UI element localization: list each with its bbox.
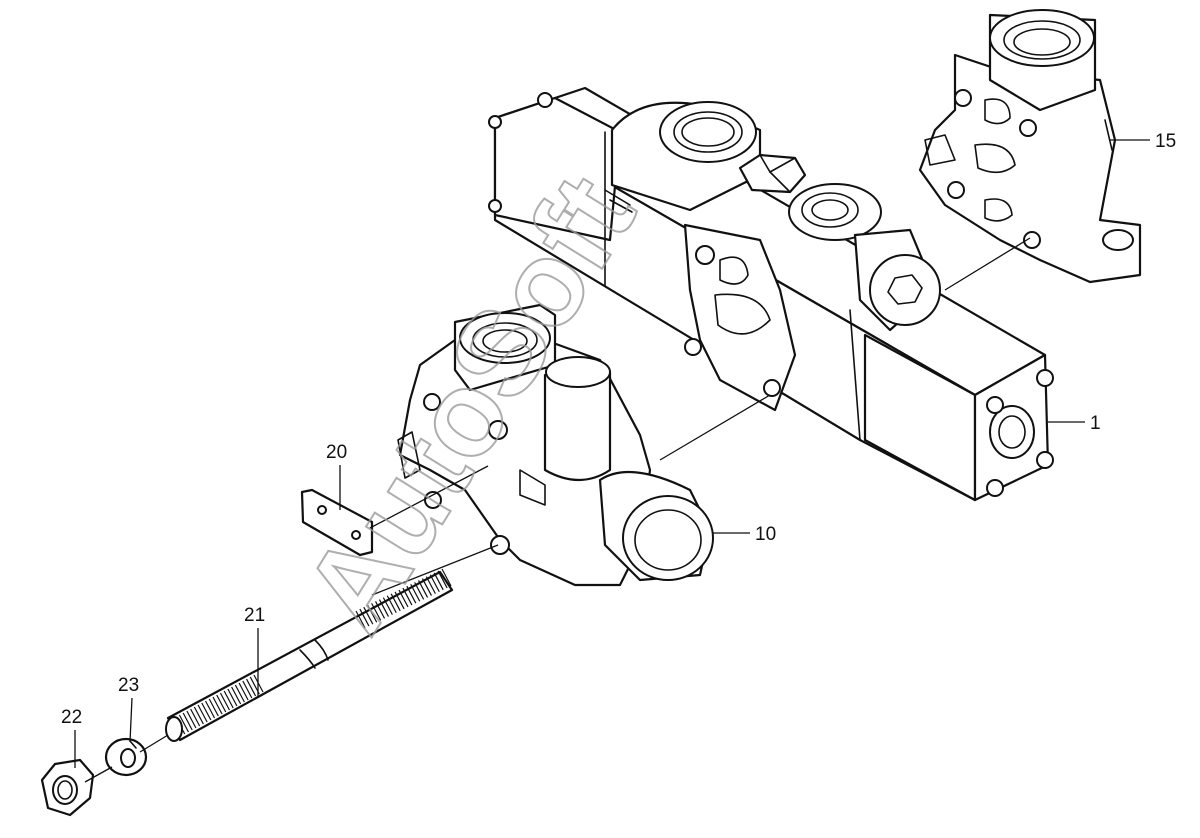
thread-line [238, 682, 249, 701]
callout-21: 21 [244, 605, 265, 626]
thread-line [219, 692, 230, 711]
thread-line [398, 589, 409, 608]
plate-part-20 [300, 488, 374, 557]
thread-line [227, 688, 238, 707]
thread-line [402, 587, 413, 606]
callout-1: 1 [1090, 413, 1101, 434]
tie-rod-part-21 [165, 568, 454, 742]
callout-15: 15 [1155, 131, 1176, 152]
lock-washer-part-23 [104, 737, 148, 777]
assembly-lines [84, 237, 1031, 783]
thread-line [406, 585, 417, 604]
callout-10: 10 [755, 524, 776, 545]
thread-line [378, 599, 389, 617]
callout-22: 22 [61, 707, 82, 728]
thread-line [421, 578, 432, 596]
thread-line [410, 583, 421, 602]
callout-23: 23 [118, 675, 139, 696]
callout-labels: 1 10 15 20 21 22 23 [61, 131, 1176, 728]
thread-line [231, 686, 242, 705]
thread-line [186, 710, 197, 729]
thread-line [208, 698, 219, 717]
thread-line [359, 608, 370, 627]
thread-line [246, 678, 257, 697]
thread-line [216, 694, 227, 713]
thread-line [418, 580, 429, 598]
thread-line [212, 696, 223, 715]
callout-leaders [74, 139, 1150, 768]
thread-line [425, 576, 436, 594]
thread-line [390, 593, 401, 612]
thread-line [190, 708, 201, 727]
thread-line [193, 706, 204, 725]
hex-nut-part-22 [40, 758, 95, 817]
thread-line [429, 574, 440, 593]
thread-line [242, 680, 253, 699]
thread-line [433, 572, 444, 591]
thread-line [394, 591, 405, 610]
thread-line [197, 704, 208, 723]
thread-line [178, 714, 189, 733]
thread-line [386, 595, 397, 614]
thread-line [223, 690, 234, 709]
thread-line [375, 601, 386, 619]
thread-line [414, 582, 425, 600]
thread-line [367, 604, 378, 623]
thread-line [205, 700, 216, 719]
thread-line [355, 610, 366, 629]
thread-line [371, 603, 382, 621]
thread-line [437, 570, 448, 589]
end-bracket-part-15 [918, 9, 1142, 284]
thread-line [363, 606, 374, 625]
thread-line [441, 568, 452, 587]
thread-line [234, 684, 245, 703]
callout-20: 20 [326, 442, 347, 463]
end-section-part-10 [397, 303, 714, 587]
thread-line [182, 712, 193, 731]
valve-body-part-1 [488, 86, 1054, 502]
thread-line [201, 702, 212, 721]
thread-line [382, 597, 393, 615]
